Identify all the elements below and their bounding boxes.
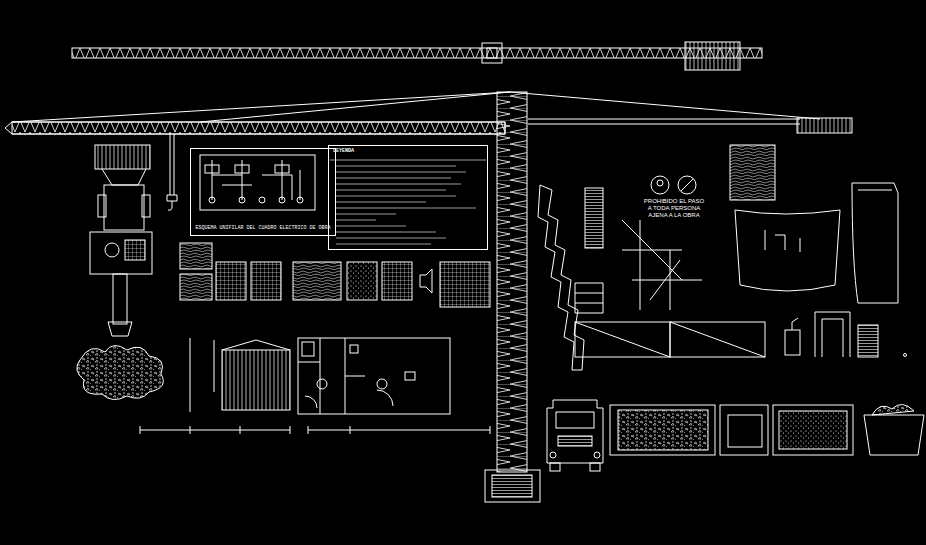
legend-table: LEYENDA [328,145,488,250]
sign-text: PROHIBIDO EL PASO A TODA PERSONA AJENA A… [642,198,706,220]
node-text: LEYENDA [333,149,354,155]
node-text: ESQUEMA UNIFILAR DEL CUADRO ELECTRICO DE… [195,226,330,232]
schematic-box: ESQUEMA UNIFILAR DEL CUADRO ELECTRICO DE… [190,148,336,236]
